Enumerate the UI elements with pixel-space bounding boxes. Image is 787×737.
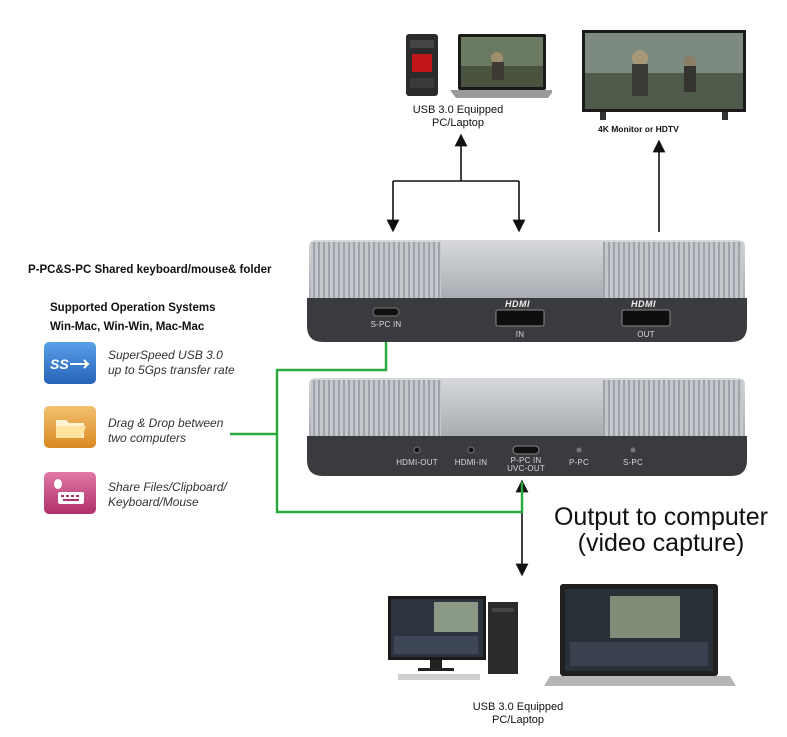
feature-usb-text: SuperSpeed USB 3.0 up to 5Gps transfer r… xyxy=(108,348,235,377)
monitor-illustration xyxy=(580,28,748,122)
feature-drag-drop-text: Drag & Drop between two computers xyxy=(108,416,224,445)
keyboard-mouse-icon xyxy=(44,472,96,514)
port-label-spc: S-PC xyxy=(623,458,643,467)
port-label-spc-in: S-PC IN xyxy=(370,320,402,329)
shared-title: P-PC&S-PC Shared keyboard/mouse& folder xyxy=(28,264,272,276)
top-pc-laptop-illustration xyxy=(402,28,554,104)
svg-text:SS: SS xyxy=(50,356,69,372)
port-label-hdmi-in: IN xyxy=(515,330,525,339)
bottom-pc-label: USB 3.0 Equipped PC/Laptop xyxy=(472,701,564,726)
os-list: Win-Mac, Win-Win, Mac-Mac xyxy=(50,321,205,333)
port-label-hdmi-out-back: HDMI-OUT xyxy=(396,458,438,467)
hdmi-logo-in: HDMI xyxy=(505,299,530,309)
monitor-label: 4K Monitor or HDTV xyxy=(598,124,679,134)
feature-share: Share Files/Clipboard/ Keyboard/Mouse xyxy=(44,472,264,516)
port-label-ppc-in: P-PC IN UVC-OUT xyxy=(507,456,545,473)
os-title: Supported Operation Systems xyxy=(50,302,216,314)
output-caption: Output to computer (video capture) xyxy=(553,503,768,557)
bottom-pc-setup-illustration xyxy=(384,582,740,690)
device-front: HDMI HDMI S-PC IN IN OUT xyxy=(303,238,751,346)
port-label-hdmi-out: OUT xyxy=(637,330,655,339)
folder-icon xyxy=(44,406,96,448)
port-label-ppc: P-PC xyxy=(569,458,589,467)
hdmi-logo-out: HDMI xyxy=(631,299,656,309)
feature-usb: SS SuperSpeed USB 3.0 up to 5Gps transfe… xyxy=(44,342,264,386)
usb-superspeed-icon: SS xyxy=(44,342,96,384)
feature-drag-drop: Drag & Drop between two computers xyxy=(44,406,264,450)
feature-share-text: Share Files/Clipboard/ Keyboard/Mouse xyxy=(108,480,227,509)
device-back: HDMI-OUT HDMI-IN P-PC IN UVC-OUT P-PC S-… xyxy=(303,376,751,480)
top-pc-label: USB 3.0 Equipped PC/Laptop xyxy=(412,104,504,129)
port-label-hdmi-in-back: HDMI-IN xyxy=(454,458,488,467)
